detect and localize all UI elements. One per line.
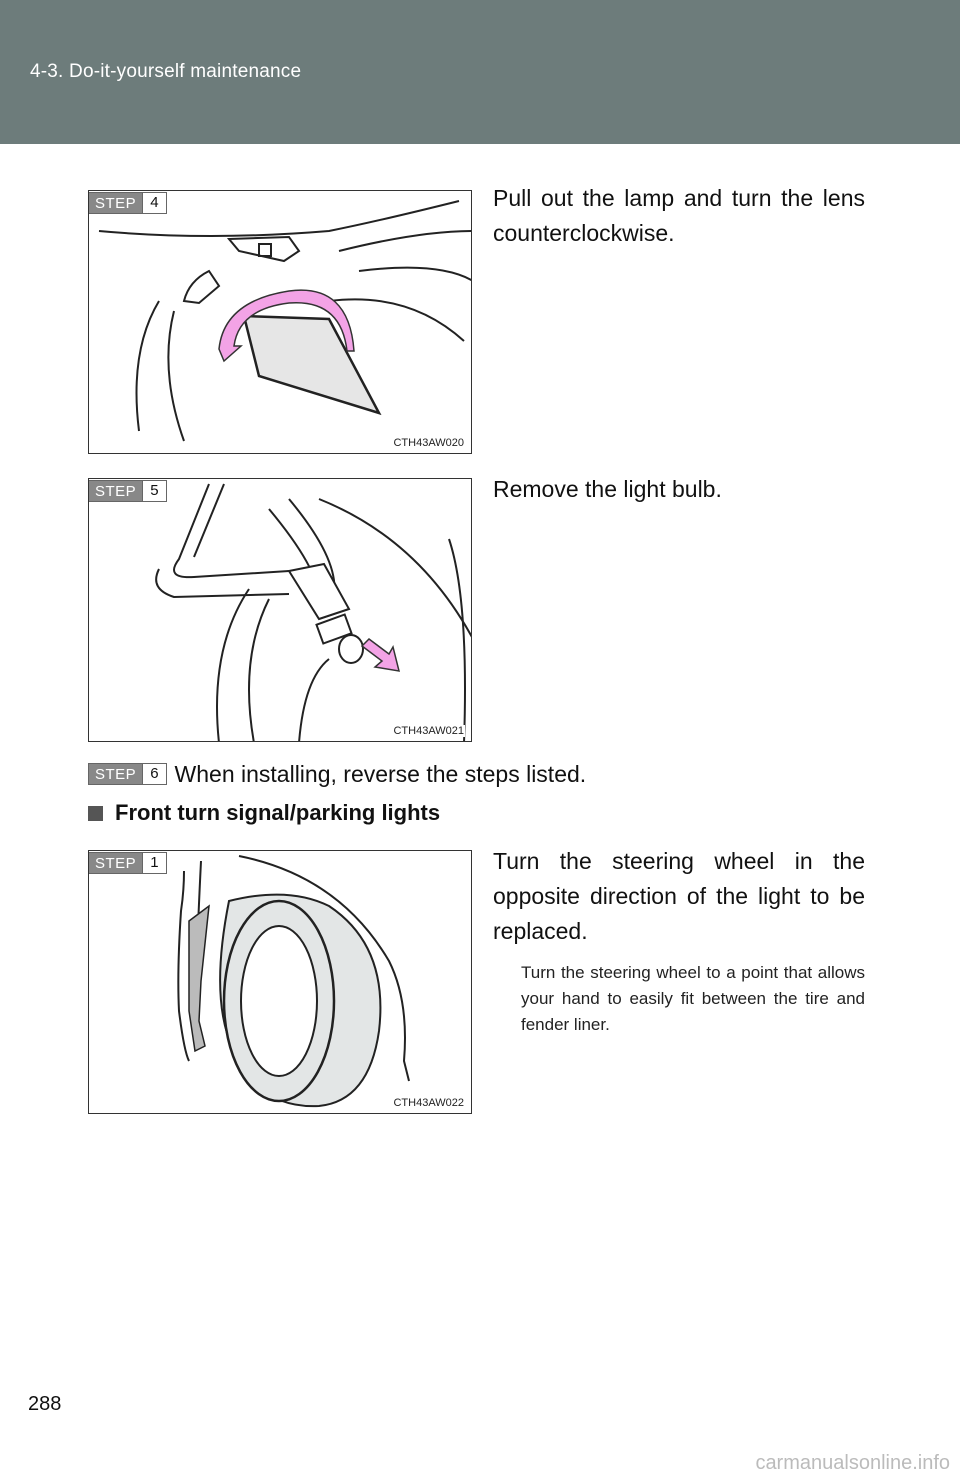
step-badge-4: STEP 4 xyxy=(89,192,167,214)
section-heading-text: Front turn signal/parking lights xyxy=(115,800,441,825)
bulb-removal-illustration xyxy=(155,483,471,741)
lens-removal-illustration xyxy=(98,200,471,442)
step-1-note: Turn the steering wheel to a point that … xyxy=(521,963,865,1034)
watermark: carmanualsonline.info xyxy=(755,1452,950,1474)
section-heading: Front turn signal/parking lights xyxy=(88,800,440,826)
square-bullet-icon xyxy=(88,805,103,821)
figure-code: CTH43AW021 xyxy=(392,725,465,737)
step-badge-1: STEP 1 xyxy=(89,852,167,874)
step-6-text: When installing, reverse the steps liste… xyxy=(174,761,587,787)
figure-step-5: STEP 5 CTH43AW021 xyxy=(88,478,472,742)
steering-wheel-turn-illustration xyxy=(177,855,410,1108)
step-6-row: STEP 6 When installing, reverse the step… xyxy=(88,761,586,787)
figure-code: CTH43AW022 xyxy=(392,1097,465,1109)
step-badge-6: STEP 6 xyxy=(88,763,167,785)
page-number: 288 xyxy=(28,1393,62,1415)
figure-step-4: STEP 4 CTH43AW020 xyxy=(88,190,472,454)
figure-code: CTH43AW020 xyxy=(392,437,465,449)
step-5-text: Remove the light bulb. xyxy=(493,476,722,502)
step-4-text: Pull out the lamp and turn the lens coun… xyxy=(493,185,865,246)
step-1-text: Turn the steering wheel in the opposite … xyxy=(493,848,865,944)
figure-step-1: STEP 1 CTH43AW022 xyxy=(88,850,472,1114)
step-badge-5: STEP 5 xyxy=(89,480,167,502)
section-title: 4-3. Do-it-yourself maintenance xyxy=(30,61,302,82)
page-header: 4-3. Do-it-yourself maintenance xyxy=(0,0,960,144)
